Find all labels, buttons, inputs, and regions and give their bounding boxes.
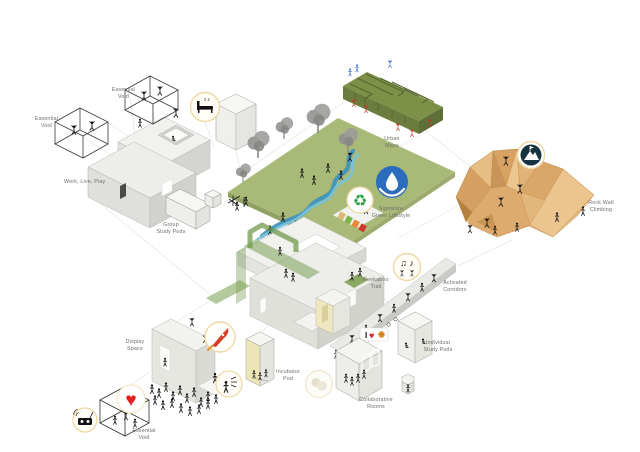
urban-maze-model bbox=[343, 60, 443, 138]
label-display-space: Display Space bbox=[125, 339, 145, 353]
hex-pod bbox=[401, 373, 415, 395]
label-peekaboo-trail: Peekaboo Trail bbox=[363, 277, 389, 291]
bed-icon: z z bbox=[189, 91, 221, 123]
essential-void-box-top bbox=[124, 75, 179, 125]
music-dance-icon: ♫ ♪ bbox=[392, 252, 422, 282]
label-incubator-pod: Incubator Pod bbox=[276, 369, 300, 383]
sign-letter: I bbox=[365, 331, 367, 340]
glass-cube bbox=[215, 93, 257, 151]
individual-study-pods-model bbox=[397, 311, 433, 364]
rocket-icon bbox=[204, 321, 236, 353]
recycle-bin bbox=[337, 211, 346, 221]
collaborative-rooms-model bbox=[335, 337, 383, 402]
discussion-icon bbox=[304, 369, 334, 399]
heart-icon: ♥ bbox=[116, 384, 146, 414]
label-activated-corridors: Activated Corridors bbox=[443, 280, 467, 294]
hammock-structure bbox=[227, 195, 245, 207]
label-work-live-play: Work, Live, Play bbox=[64, 179, 106, 185]
group-study-pods-model bbox=[165, 188, 222, 230]
annex-box bbox=[315, 288, 351, 335]
recycle-glyph: ♻ bbox=[353, 193, 367, 210]
label-essential-void-top: Essential Void bbox=[111, 87, 136, 101]
display-space-model bbox=[151, 317, 216, 404]
rock-wall-model bbox=[455, 148, 595, 238]
sign-heart-icon: ♥ bbox=[369, 331, 374, 341]
peekaboo-trail-green-band bbox=[206, 222, 320, 304]
zzz-text: z z bbox=[204, 97, 211, 102]
label-rock-wall-climbing: Rock Wall Climbing bbox=[588, 200, 614, 214]
work-live-play-building bbox=[87, 116, 211, 229]
label-group-study-pods: Group Study Pods bbox=[156, 222, 186, 236]
label-individual-study-pods: Individual Study Pods bbox=[423, 340, 453, 354]
music-notes-glyph: ♫ ♪ bbox=[400, 258, 414, 268]
label-collaborative-rooms: Collaborative Rooms bbox=[359, 397, 393, 411]
radio-icon bbox=[72, 407, 98, 433]
peekaboo-deck bbox=[344, 267, 368, 288]
label-essential-void-left: Essential Void bbox=[34, 116, 59, 130]
incubator-pod-model bbox=[245, 331, 275, 387]
water-conservation-icon bbox=[376, 166, 408, 198]
mountain-climb-icon bbox=[516, 140, 546, 170]
label-signature-green-lifestyle: Signature Green Lifestyle bbox=[371, 206, 411, 220]
stream-path bbox=[259, 148, 356, 239]
i-love-sign: I ♥ bbox=[359, 327, 389, 342]
announcer-icon bbox=[215, 370, 243, 398]
recycle-icon: ♻ bbox=[346, 186, 374, 214]
heart-glyph: ♥ bbox=[125, 390, 136, 411]
label-essential-void-bottom: Essential Void bbox=[132, 428, 156, 442]
essential-void-box-left bbox=[54, 107, 109, 159]
center-building bbox=[237, 216, 385, 350]
label-urban-maze: Urban Maze bbox=[384, 136, 400, 150]
